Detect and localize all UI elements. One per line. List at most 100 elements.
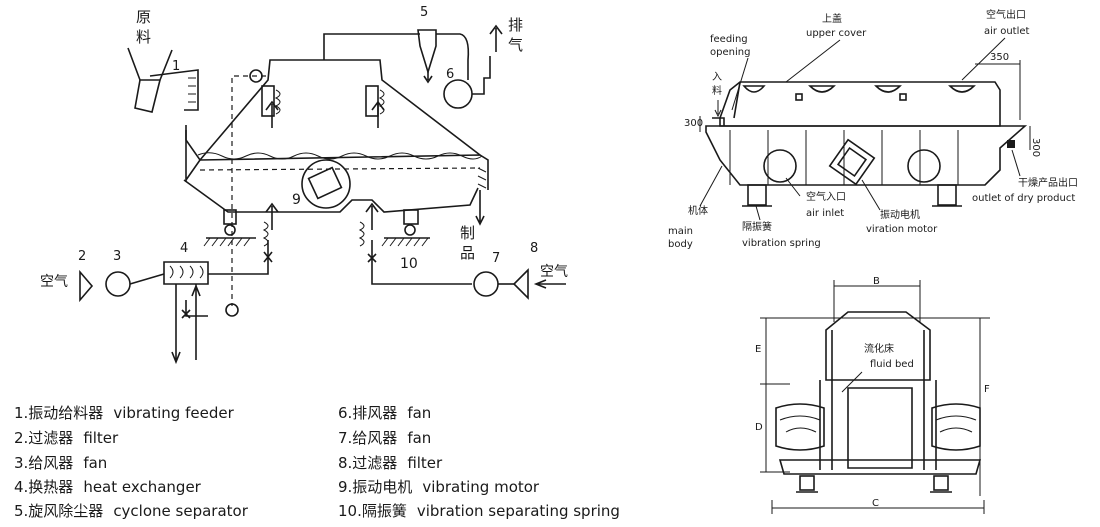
fan-7 [473,271,499,297]
feeding-opening [712,117,725,126]
body-en-1: main [668,226,693,237]
filter-8 [512,268,529,300]
legend-item-4-zh: 4.换热器 [14,478,73,496]
process-flow-diagram: 原 料 1 5 6 [40,5,568,365]
dryer-bed-bottom [183,179,479,213]
exhaust-label-1: 排 [508,16,523,34]
front-view-drawing: B 流化床 fluid bed E D F C [755,276,990,514]
vibrating-feeder-1 [149,69,199,111]
dim-E: E [755,344,761,355]
raw-material-label-2: 料 [136,28,151,46]
raw-material-label-1: 原 [136,8,151,26]
feed-in-label-2: 料 [712,84,722,97]
feed-in-label-1: 入 [712,72,722,83]
heat-exchanger-4 [163,261,209,285]
vibration-spring-left [747,184,767,206]
feeding-label-1: feeding [710,34,748,45]
dryer-hood [199,59,481,161]
dim-350: 350 [990,52,1009,63]
body-zh: 机体 [688,204,708,217]
product-label-2: 品 [460,244,475,262]
legend-item-10-en: vibration separating spring [417,502,620,520]
motor-zh: 振动电机 [880,208,920,221]
fluid-bed-zh: 流化床 [864,342,894,355]
label-number-8: 8 [530,241,538,256]
label-number-4: 4 [180,241,188,256]
label-number-7: 7 [492,251,500,266]
air-left-label: 空气 [40,274,68,290]
heat-coil-right [365,85,379,117]
support-right [403,209,419,225]
legend-item-9-en: vibrating motor [422,478,540,496]
legend-item-1-zh: 1.振动给料器 [14,404,103,422]
vibration-spring-right [937,184,957,206]
material-flow-line [197,152,483,160]
body-en-2: body [668,239,693,250]
label-number-3: 3 [113,249,121,264]
air-inlet-zh: 空气入口 [806,190,846,203]
cyclone-separator-5 [417,29,437,75]
filter-2 [79,269,94,303]
legend-item-10-zh: 10.隔振簧 [338,502,407,520]
fluid-bed-hood [825,311,931,381]
product-label-1: 制 [460,224,475,242]
product-outlet-arrow [475,190,485,226]
fluid-bed-en: fluid bed [870,359,914,370]
legend-item-4-en: heat exchanger [83,478,201,496]
support-left [223,209,237,225]
dim-D: D [755,422,763,433]
legend-item-7-en: fan [407,429,431,447]
label-number-2: 2 [78,249,86,264]
exhaust-arrow [489,24,503,52]
air-outlet-en: air outlet [984,26,1030,37]
dry-product-en: outlet of dry product [972,193,1075,204]
label-number-10: 10 [400,256,418,272]
spring-en: vibration spring [742,238,821,249]
main-body-outline [705,125,1028,186]
legend-item-6-en: fan [407,404,431,422]
side-view-drawing: 上盖 upper cover 空气出口 air outlet feeding o… [668,8,1078,250]
upper-cover-en: upper cover [806,28,867,39]
legend-item-2-zh: 2.过滤器 [14,429,73,447]
hopper-chute [134,79,161,113]
label-number-5: 5 [420,5,428,20]
valve-circle [249,69,263,83]
dry-product-zh: 干燥产品出口 [1018,176,1078,189]
legend-item-7-zh: 7.给风器 [338,429,397,447]
dim-300-right: 300 [1030,138,1041,157]
legend-item-5-en: cyclone separator [113,502,248,520]
legend-item-8-en: filter [407,454,443,472]
air-right-label: 空气 [540,264,568,280]
legend-item-5-zh: 5.旋风除尘器 [14,502,103,520]
label-number-9: 9 [292,192,301,208]
inspection-port-4 [948,85,976,93]
legend-item-2-en: filter [83,429,119,447]
upper-cover-outline [719,81,1001,127]
exhaust-fan-6 [443,79,473,109]
air-outlet-zh: 空气出口 [986,8,1026,21]
legend-item-3-zh: 3.给风器 [14,454,73,472]
air-inlet-en: air inlet [806,208,844,219]
feeding-label-2: opening [710,47,750,58]
dim-F: F [984,384,990,395]
legend-item-9-zh: 9.振动电机 [338,478,412,496]
dry-product-outlet [1007,140,1015,148]
dim-C: C [872,498,879,509]
motor-left [775,403,825,451]
spring-right [358,221,365,247]
spring-zh: 隔振簧 [742,220,772,233]
upper-cover-zh: 上盖 [822,12,842,25]
fluid-bed-chamber [847,387,913,469]
fan-3 [105,271,131,297]
dim-B: B [873,276,880,287]
